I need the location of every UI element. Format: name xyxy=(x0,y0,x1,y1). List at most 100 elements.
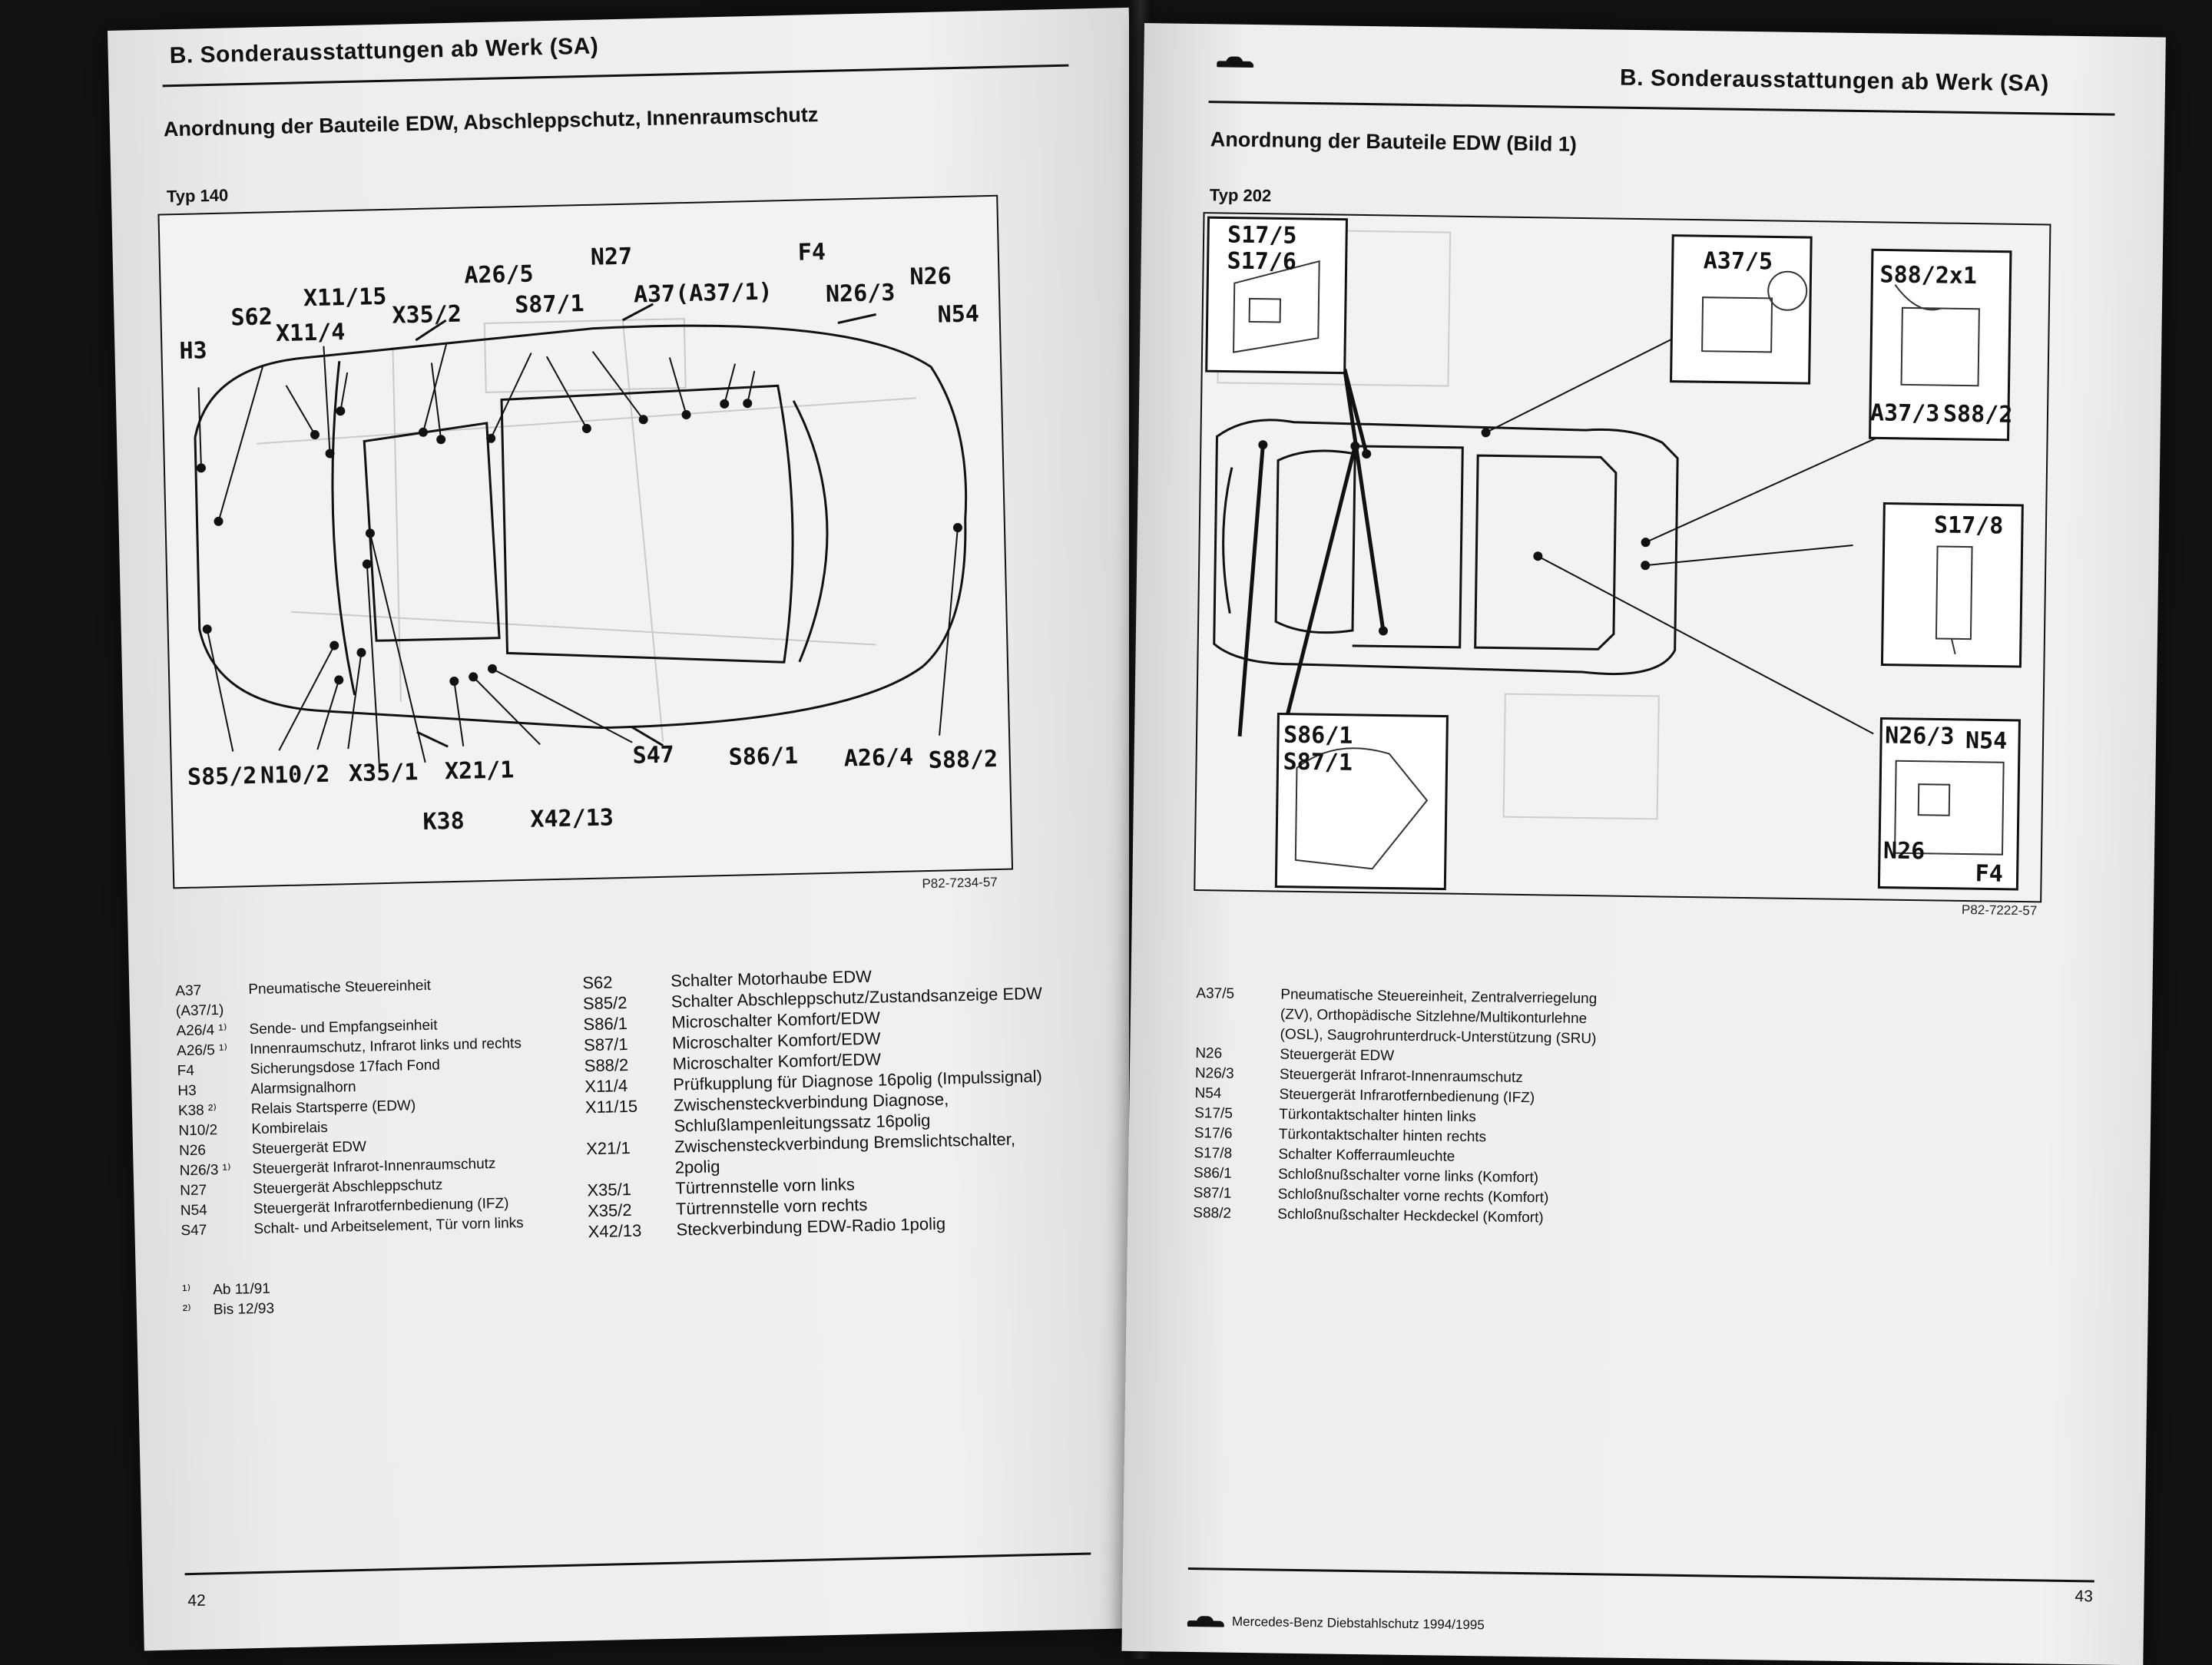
callout-s62: S62 xyxy=(230,303,273,332)
type-label: Typ 140 xyxy=(166,185,229,207)
callout-n10-2: N10/2 xyxy=(260,760,330,789)
legend-code: S62 xyxy=(582,972,613,993)
footer-rule xyxy=(184,1552,1091,1576)
legend-code xyxy=(1195,1024,1280,1045)
legend-code: N26/3 ¹⁾ xyxy=(179,1161,231,1180)
label-s88-2: S88/2 xyxy=(1942,400,2013,429)
label-s87-1: S87/1 xyxy=(1283,748,1353,776)
legend-code: A26/5 ¹⁾ xyxy=(176,1041,228,1060)
legend-code: S86/1 xyxy=(583,1013,628,1034)
legend-code: A37/5 xyxy=(1196,985,1235,1002)
legend-code: S88/2 xyxy=(1193,1205,1232,1222)
legend-code: H3 xyxy=(177,1082,197,1100)
label-s86-1: S86/1 xyxy=(1283,721,1353,750)
callout-n26-3: N26/3 xyxy=(825,279,896,308)
label-a37-5: A37/5 xyxy=(1703,247,1773,276)
page-header: B. Sonderausstattungen ab Werk (SA) xyxy=(169,33,599,69)
legend-code: N54 xyxy=(1194,1085,1222,1102)
car-icon xyxy=(1217,56,1253,68)
callout-x11-15: X11/15 xyxy=(303,283,387,313)
car-top-view-drawing xyxy=(194,303,968,764)
callout-a26-5: A26/5 xyxy=(463,260,535,290)
legend-code: X11/15 xyxy=(584,1096,638,1117)
car-icon xyxy=(1187,1616,1224,1627)
label-s17-5: S17/5 xyxy=(1227,221,1297,250)
label-n26-3: N26/3 xyxy=(1884,722,1955,750)
legend-text: Steuergerät EDW xyxy=(1280,1046,1395,1064)
diagram-typ-140: H3 S62 X11/4 X11/15 X35/2 A26/5 S87/1 N2… xyxy=(157,194,1014,889)
legend-code: N26 xyxy=(178,1142,207,1160)
legend-code: A37 xyxy=(175,982,202,1000)
callout-x21-1: X21/1 xyxy=(444,756,515,786)
callout-x35-1: X35/1 xyxy=(348,759,419,788)
legend-left-column: A37 Pneumatische Steuereinheit (A37/1) A26/… xyxy=(175,974,535,1241)
legend-text: Türkontaktschalter hinten links xyxy=(1279,1106,1476,1126)
label-a37-3: A37/3 xyxy=(1869,399,1940,428)
callout-a26-4: A26/4 xyxy=(843,743,914,773)
legend-code: N27 xyxy=(180,1182,207,1200)
legend-text: 2polig xyxy=(674,1157,720,1177)
legend-code: (A37/1) xyxy=(175,1001,224,1020)
callout-s47: S47 xyxy=(632,741,675,770)
legend-code xyxy=(585,1116,674,1139)
callout-s86-1: S86/1 xyxy=(728,742,799,771)
legend-code: S17/6 xyxy=(1194,1125,1233,1142)
page-subtitle: Anordnung der Bauteile EDW (Bild 1) xyxy=(1210,127,1578,156)
legend-code: F4 xyxy=(177,1062,195,1080)
diagram-typ-202: S17/5 S17/6 A37/5 S88/2x1 A37/3 S88/2 S1… xyxy=(1194,212,2051,903)
legend-code: S17/8 xyxy=(1194,1145,1233,1162)
legend-code: N54 xyxy=(180,1202,207,1220)
legend-code: X35/1 xyxy=(587,1179,632,1200)
page-number: 42 xyxy=(187,1591,207,1610)
legend-text: Relais Startsperre (EDW) xyxy=(250,1097,416,1118)
callout-x35-2: X35/2 xyxy=(392,300,462,329)
legend-text: Schloßnußschalter Heckdeckel (Komfort) xyxy=(1277,1206,1544,1226)
legend-code: N26/3 xyxy=(1194,1065,1234,1082)
callout-s87-1: S87/1 xyxy=(514,290,584,319)
label-s17-6: S17/6 xyxy=(1227,247,1297,276)
label-f4: F4 xyxy=(1975,860,2004,888)
legend-code xyxy=(586,1157,675,1180)
footnote: ²⁾Bis 12/93 xyxy=(183,1296,414,1321)
legend-text: Kombirelais xyxy=(251,1119,328,1138)
label-s88-2x1: S88/2x1 xyxy=(1879,261,1978,290)
car-side-view-drawing xyxy=(1205,216,2024,891)
label-s17-8: S17/8 xyxy=(1933,511,2004,540)
type-label: Typ 202 xyxy=(1209,185,1272,206)
footer-rule xyxy=(1187,1567,2094,1583)
footnote-mark: ²⁾ xyxy=(182,1302,192,1319)
figure-ref: P82-7234-57 xyxy=(922,874,998,892)
legend-code: S88/2 xyxy=(584,1054,629,1076)
legend-code: S87/1 xyxy=(583,1034,628,1055)
callout-h3: H3 xyxy=(179,337,208,365)
header-rule xyxy=(1208,101,2115,116)
legend-text: Pneumatische Steuereinheit xyxy=(248,977,432,998)
legend-code: X21/1 xyxy=(585,1137,631,1159)
legend-code: X35/2 xyxy=(587,1200,632,1221)
callout-f4: F4 xyxy=(797,238,826,266)
legend-code: X42/13 xyxy=(588,1220,642,1242)
legend-code: N26 xyxy=(1195,1045,1223,1062)
header-rule xyxy=(162,64,1069,88)
footer: Mercedes-Benz Diebstahlschutz 1994/1995 xyxy=(1187,1614,1485,1633)
callout-k38: K38 xyxy=(422,807,465,836)
label-n54: N54 xyxy=(1965,727,2008,755)
callout-s88-2: S88/2 xyxy=(928,745,998,774)
label-n26: N26 xyxy=(1883,837,1926,866)
callout-n26: N26 xyxy=(909,263,952,291)
legend-code: X11/4 xyxy=(584,1075,628,1097)
legend-text: Steuergerät EDW xyxy=(251,1138,367,1158)
legend-code: S47 xyxy=(180,1222,207,1240)
page-number: 43 xyxy=(2075,1587,2094,1606)
legend-code: S85/2 xyxy=(582,992,628,1014)
footnote-text: Ab 11/91 xyxy=(213,1280,271,1299)
legend-code: S87/1 xyxy=(1193,1185,1232,1202)
legend-text: Türkontaktschalter hinten rechts xyxy=(1278,1126,1487,1146)
footer-title: Mercedes-Benz Diebstahlschutz 1994/1995 xyxy=(1231,1614,1485,1633)
callout-s85-2: S85/2 xyxy=(187,762,257,791)
left-page: B. Sonderausstattungen ab Werk (SA) Anor… xyxy=(108,7,1166,1651)
footnote-mark: ¹⁾ xyxy=(182,1282,191,1299)
